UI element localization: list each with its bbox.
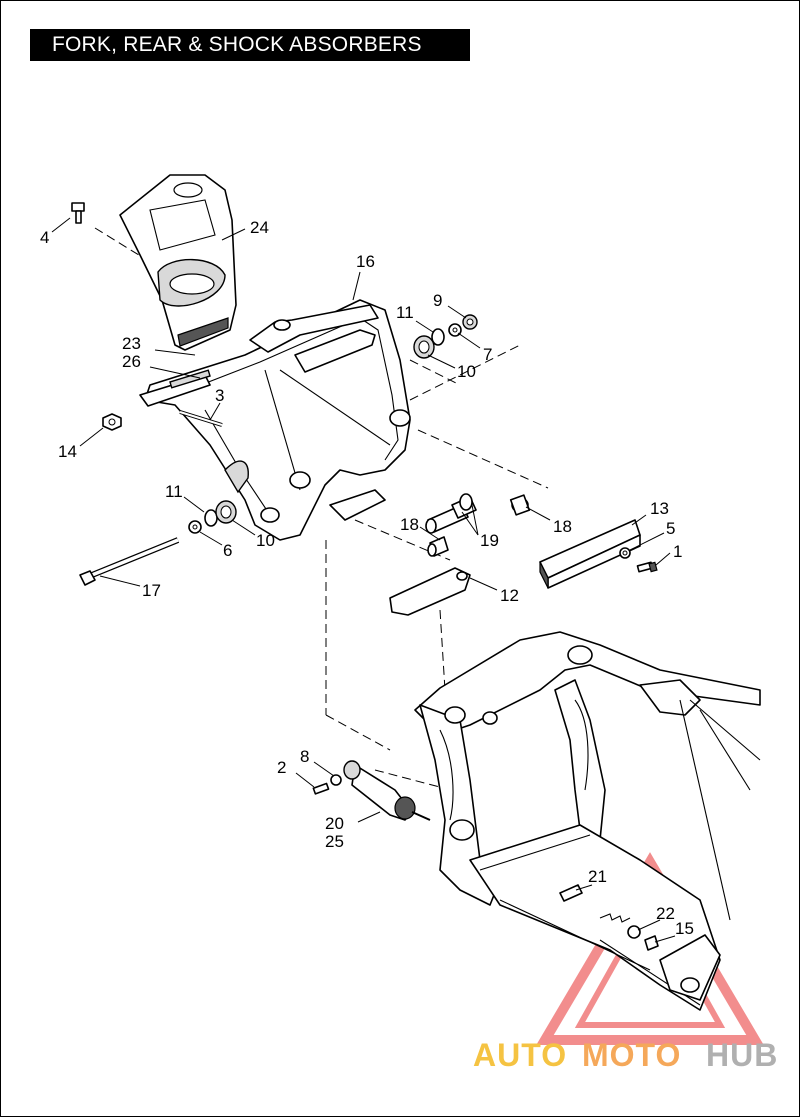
part-13-cross-bar (539, 519, 641, 589)
watermark-hub: HUB (706, 1037, 778, 1073)
callout-24: 24 (250, 218, 269, 237)
watermark-auto: AUTO (473, 1037, 567, 1073)
callout-10a: 10 (457, 362, 476, 381)
callout-23: 23 (122, 334, 141, 353)
page-title: FORK, REAR & SHOCK ABSORBERS (30, 29, 470, 61)
callout-15: 15 (675, 919, 694, 938)
callout-26: 26 (122, 352, 141, 371)
bearing-stack-left (188, 500, 237, 534)
part-1-bolt (636, 561, 658, 573)
part-22-spring (599, 913, 631, 923)
part-18-spacer-upper (509, 494, 531, 516)
part-20-shock-absorber (343, 760, 431, 821)
part-14-nut (102, 413, 122, 431)
callout-1: 1 (673, 542, 682, 561)
part-8-washer (330, 774, 342, 786)
part-24-top-cover (119, 174, 237, 351)
callout-21: 21 (588, 867, 607, 886)
callout-25: 25 (325, 832, 344, 851)
callout-17: 17 (142, 581, 161, 600)
callout-3: 3 (215, 386, 224, 405)
callout-4: 4 (40, 228, 49, 247)
callout-13: 13 (650, 499, 669, 518)
watermark-wordmark: AUTO MOTO HUB (473, 1037, 778, 1073)
callout-22: 22 (656, 904, 675, 923)
part-19-bushing-pair (425, 493, 477, 534)
part-4-bolt (71, 202, 85, 224)
callout-18a: 18 (400, 515, 419, 534)
callout-19: 19 (480, 531, 499, 550)
part-2-screw (312, 782, 330, 795)
callout-11b: 11 (165, 482, 183, 501)
callout-labels: 4 24 16 9 11 7 10 23 26 3 14 11 10 6 17 … (40, 218, 694, 938)
callout-10b: 10 (256, 531, 275, 550)
part-18-spacer-lower (427, 536, 449, 557)
callout-14: 14 (58, 442, 77, 461)
callout-5: 5 (666, 519, 675, 538)
part-21-pin (559, 884, 583, 902)
callout-16: 16 (356, 252, 375, 271)
leader-lines (51, 217, 676, 943)
frame (414, 631, 761, 1011)
bearing-stack-right (413, 314, 478, 359)
part-3-bolt (179, 410, 223, 427)
watermark-moto: MOTO (582, 1037, 681, 1073)
part-15-nut (627, 925, 659, 951)
callout-20: 20 (325, 814, 344, 833)
part-5-washer (619, 547, 631, 559)
callout-2: 2 (277, 758, 286, 777)
callout-7: 7 (483, 345, 492, 364)
part-16-swingarm (139, 299, 411, 541)
part-12-bracket (389, 567, 471, 616)
part-17-pivot-shaft (79, 537, 180, 586)
callout-12: 12 (500, 586, 519, 605)
callout-8: 8 (300, 747, 309, 766)
callout-18b: 18 (553, 517, 572, 536)
callout-6: 6 (223, 541, 232, 560)
callout-11a: 11 (396, 303, 414, 322)
callout-9: 9 (433, 291, 442, 310)
